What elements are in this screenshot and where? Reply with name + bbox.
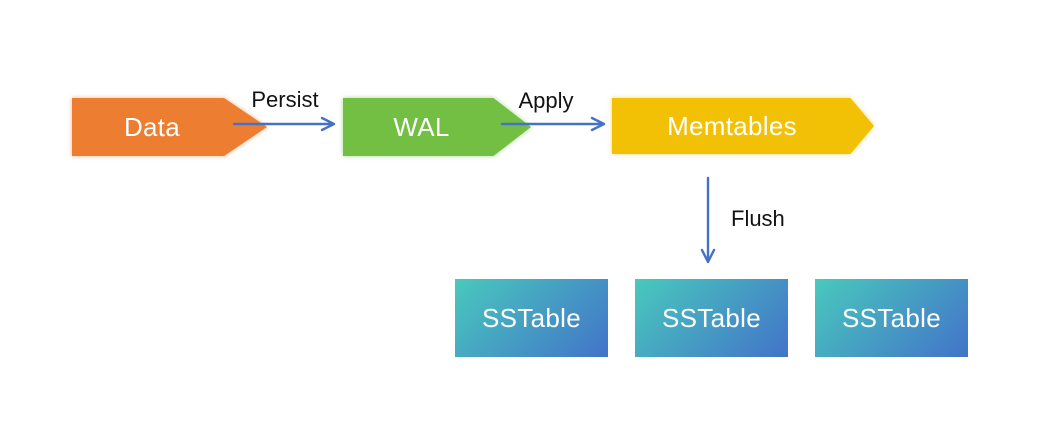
node-sstable-2-label: SSTable [662,302,761,333]
data-pentagon-shape: Data [72,98,267,156]
node-sstable-2: SSTable [635,279,788,357]
edge-label-persist: Persist [251,87,319,112]
memtables-pentagon-shape: Memtables [612,98,874,154]
node-data-label: Data [123,111,181,142]
node-sstable-3: SSTable [815,279,968,357]
node-wal-label: WAL [393,111,450,142]
flush-arrow [700,176,716,264]
node-memtables: Memtables [612,98,874,154]
wal-pentagon-shape: WAL [343,98,531,156]
edge-label-apply: Apply [518,88,574,113]
node-data: Data [72,98,267,156]
node-sstable-1: SSTable [455,279,608,357]
node-sstable-3-label: SSTable [842,302,941,333]
node-sstable-1-label: SSTable [482,302,581,333]
node-memtables-label: Memtables [667,110,797,141]
edge-label-flush: Flush [731,206,785,231]
node-wal: WAL [343,98,531,156]
persist-arrow [232,116,336,132]
apply-arrow [500,116,606,132]
